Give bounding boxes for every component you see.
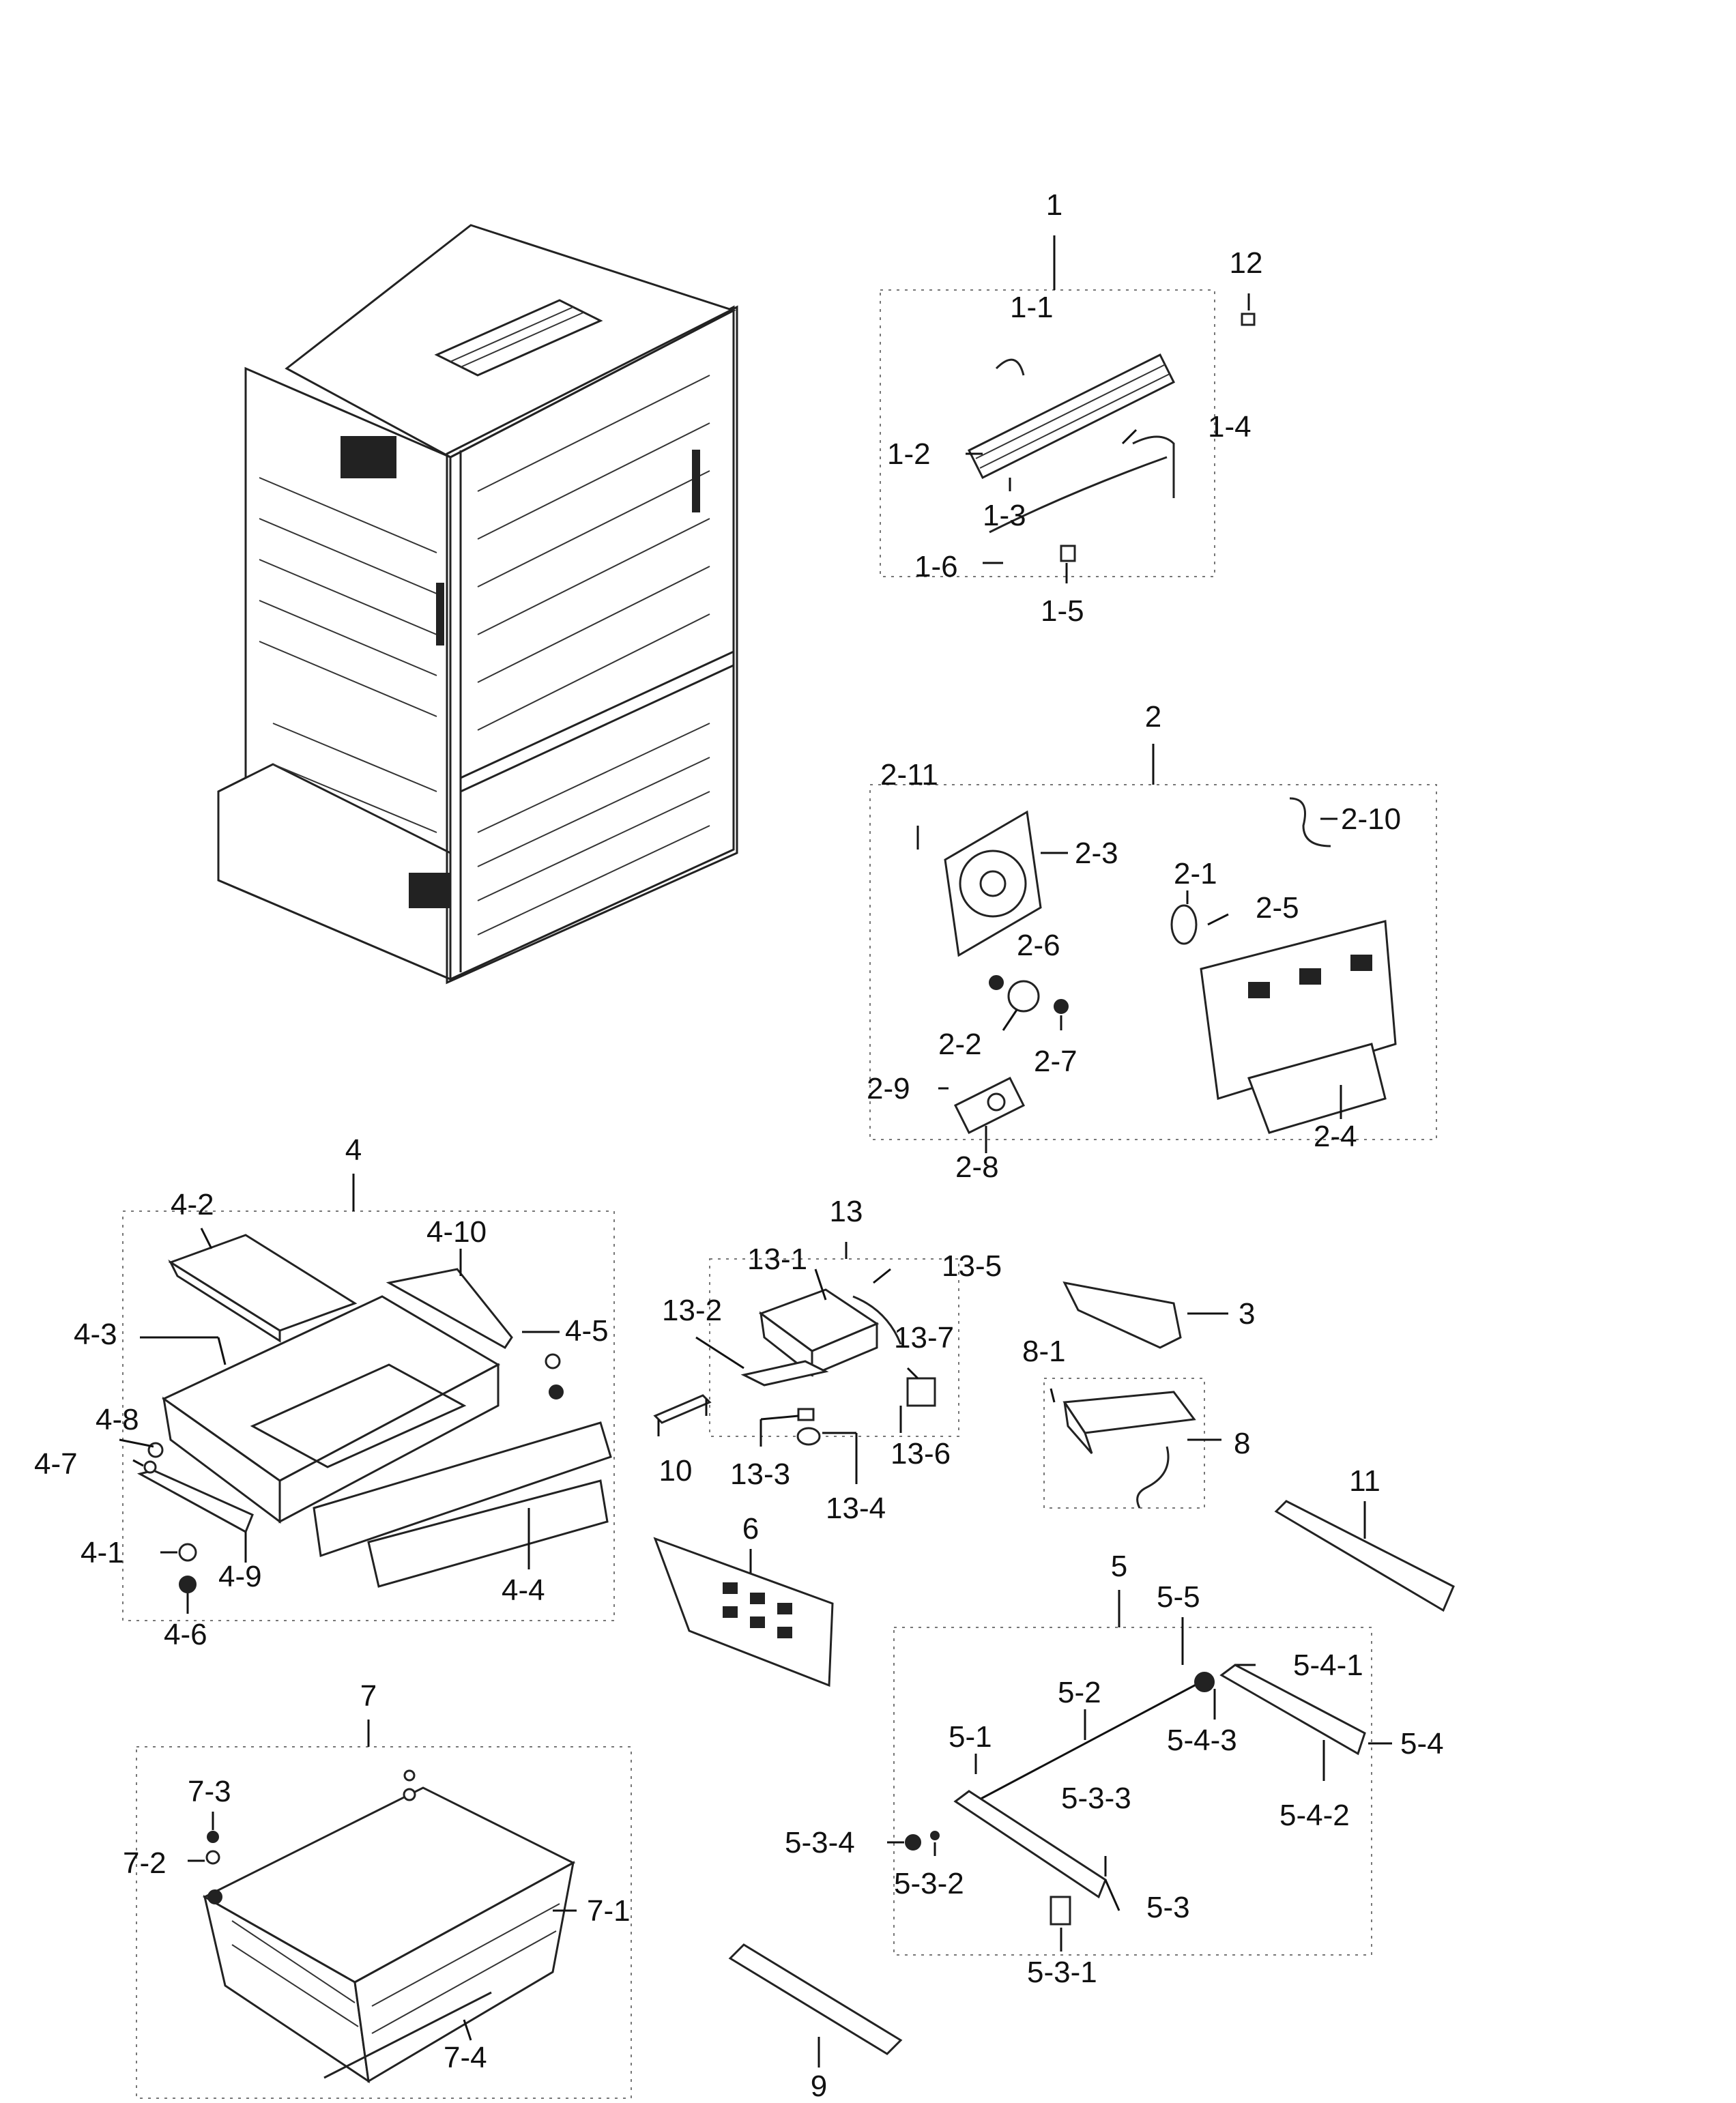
cabinet-illustration bbox=[217, 224, 738, 985]
label-2-6: 2-6 bbox=[1017, 929, 1060, 962]
label-2-10: 2-10 bbox=[1341, 802, 1401, 836]
part-9-rail bbox=[728, 1943, 903, 2068]
label-5: 5 bbox=[1111, 1550, 1127, 1583]
group-5-rail-assembly bbox=[887, 1590, 1392, 1956]
group-7-freezer-basket bbox=[136, 1720, 632, 2099]
part-12-small-clip bbox=[1241, 293, 1256, 326]
label-13-7: 13-7 bbox=[894, 1321, 954, 1354]
label-3: 3 bbox=[1239, 1297, 1255, 1331]
label-1-5: 1-5 bbox=[1041, 594, 1084, 628]
label-13-2: 13-2 bbox=[662, 1294, 722, 1327]
label-7-4: 7-4 bbox=[444, 2041, 487, 2074]
label-4-2: 4-2 bbox=[171, 1188, 214, 1221]
label-5-3-3: 5-3-3 bbox=[1061, 1782, 1131, 1815]
label-1-1: 1-1 bbox=[1010, 291, 1054, 324]
label-5-1: 5-1 bbox=[949, 1720, 992, 1754]
label-2-4: 2-4 bbox=[1314, 1120, 1357, 1153]
label-12: 12 bbox=[1230, 246, 1263, 280]
label-4-4: 4-4 bbox=[502, 1573, 545, 1607]
label-5-4-3: 5-4-3 bbox=[1167, 1724, 1237, 1757]
part-3-bracket bbox=[1062, 1281, 1228, 1349]
label-4-3: 4-3 bbox=[74, 1318, 117, 1351]
group-1-evaporator-assembly bbox=[880, 235, 1215, 583]
label-5-5: 5-5 bbox=[1157, 1580, 1200, 1614]
label-1-4: 1-4 bbox=[1208, 410, 1252, 444]
label-1: 1 bbox=[1046, 188, 1062, 222]
label-2-8: 2-8 bbox=[955, 1150, 999, 1184]
label-4-6: 4-6 bbox=[164, 1618, 207, 1651]
label-13-5: 13-5 bbox=[942, 1249, 1002, 1283]
label-7-1: 7-1 bbox=[587, 1894, 631, 1928]
group-13-ice-parts bbox=[695, 1242, 959, 1484]
label-13: 13 bbox=[830, 1195, 863, 1228]
label-1-6: 1-6 bbox=[914, 550, 958, 583]
label-2-5: 2-5 bbox=[1256, 891, 1299, 925]
label-5-3: 5-3 bbox=[1146, 1891, 1190, 1924]
part-6-divider bbox=[653, 1537, 834, 1687]
group-4-drawer-assembly bbox=[119, 1174, 615, 1621]
label-9: 9 bbox=[811, 2070, 827, 2103]
part-11-rail bbox=[1274, 1500, 1455, 1612]
label-4-9: 4-9 bbox=[218, 1560, 262, 1593]
label-13-1: 13-1 bbox=[747, 1243, 807, 1276]
label-4-7: 4-7 bbox=[34, 1447, 78, 1481]
label-1-3: 1-3 bbox=[983, 499, 1026, 532]
label-13-4: 13-4 bbox=[826, 1492, 886, 1525]
callout-labels: 1 1-1 1-2 1-3 1-4 1-5 1-6 12 2 2-11 2-3 … bbox=[34, 188, 1444, 2103]
label-2-9: 2-9 bbox=[867, 1072, 910, 1105]
label-5-2: 5-2 bbox=[1058, 1676, 1101, 1709]
label-8-1: 8-1 bbox=[1022, 1335, 1066, 1368]
label-5-4-1: 5-4-1 bbox=[1293, 1649, 1363, 1682]
label-5-3-1: 5-3-1 bbox=[1027, 1956, 1097, 1989]
label-5-4: 5-4 bbox=[1400, 1727, 1444, 1760]
label-4-8: 4-8 bbox=[96, 1403, 139, 1436]
label-4: 4 bbox=[345, 1133, 362, 1167]
group-8-ice-maker bbox=[1043, 1378, 1221, 1509]
label-5-3-2: 5-3-2 bbox=[894, 1867, 964, 1900]
label-7-2: 7-2 bbox=[123, 1846, 167, 1880]
group-2-fan-assembly bbox=[869, 744, 1437, 1153]
label-5-3-4: 5-3-4 bbox=[785, 1826, 855, 1859]
label-13-3: 13-3 bbox=[730, 1457, 790, 1491]
label-2: 2 bbox=[1145, 700, 1161, 734]
label-11: 11 bbox=[1349, 1464, 1380, 1498]
label-7-3: 7-3 bbox=[188, 1775, 231, 1808]
part-10-handle bbox=[653, 1394, 712, 1436]
label-4-10: 4-10 bbox=[426, 1215, 487, 1249]
label-6: 6 bbox=[742, 1512, 759, 1546]
label-2-2: 2-2 bbox=[938, 1028, 982, 1061]
label-1-2: 1-2 bbox=[887, 437, 931, 471]
label-13-6: 13-6 bbox=[891, 1437, 951, 1470]
label-2-11: 2-11 bbox=[880, 758, 938, 792]
label-5-4-2: 5-4-2 bbox=[1279, 1799, 1350, 1832]
label-4-5: 4-5 bbox=[565, 1314, 609, 1348]
label-2-7: 2-7 bbox=[1034, 1045, 1077, 1078]
label-10: 10 bbox=[659, 1454, 693, 1488]
label-7: 7 bbox=[360, 1679, 377, 1713]
label-2-1: 2-1 bbox=[1174, 857, 1217, 890]
label-2-3: 2-3 bbox=[1075, 837, 1118, 870]
label-4-1: 4-1 bbox=[81, 1536, 124, 1569]
label-8: 8 bbox=[1234, 1427, 1250, 1460]
